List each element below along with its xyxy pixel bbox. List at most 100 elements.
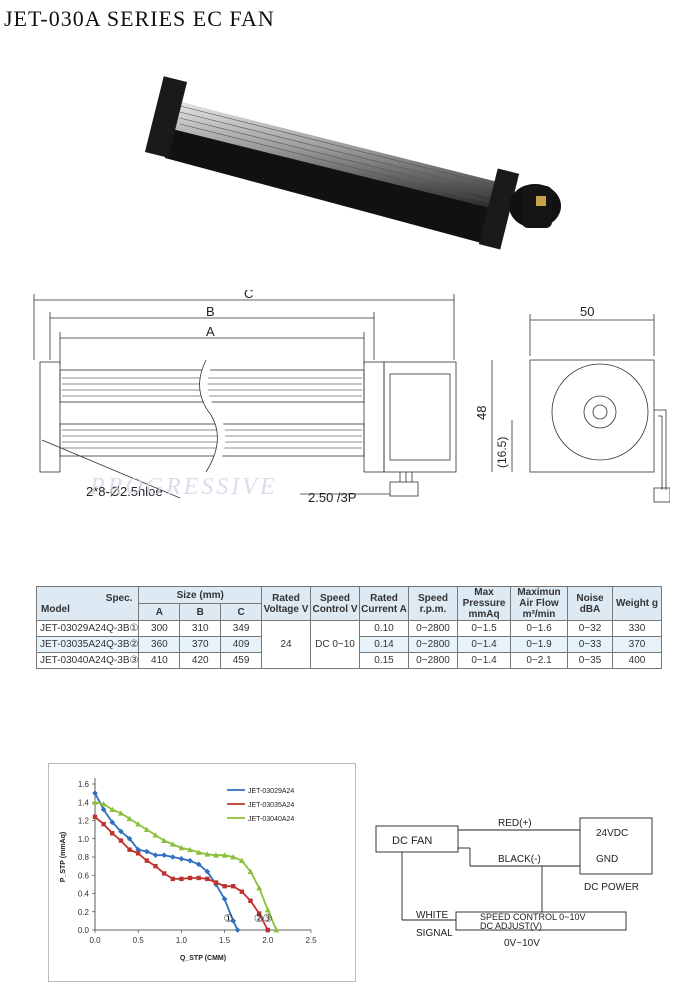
data-point — [178, 844, 185, 851]
holes-label: 2*8-Ø2.5hloe — [86, 484, 163, 499]
voltage-value: 24 — [261, 620, 311, 669]
size-a-header: A — [138, 603, 181, 621]
page-title: JET-030A SERIES EC FAN — [4, 6, 275, 31]
x-tick-label: 2.5 — [305, 936, 317, 945]
data-point — [92, 814, 98, 820]
product-photo — [140, 58, 570, 258]
data-point — [161, 852, 167, 858]
data-point — [144, 848, 150, 855]
data-point — [117, 810, 124, 816]
data-point — [248, 898, 253, 903]
x-tick-label: 0.5 — [133, 936, 145, 945]
curve-label: ① — [224, 912, 234, 925]
y-tick-label: 1.6 — [78, 780, 90, 789]
dimension-offset: (16.5) — [495, 437, 509, 468]
data-point — [187, 875, 193, 881]
data-point — [118, 828, 124, 835]
y-tick-label: 0.6 — [78, 871, 90, 880]
data-point — [100, 801, 107, 807]
data-point — [213, 880, 219, 885]
dimension-height: 48 — [474, 406, 489, 420]
spec-model-header: Spec. Model — [35, 586, 140, 621]
data-point — [161, 837, 168, 843]
wiring-diagram: DC FAN RED(+) BLACK(-) 24VDC GND DC POWE… — [370, 808, 670, 958]
data-point — [205, 876, 210, 882]
data-point — [136, 851, 141, 856]
data-point — [169, 854, 176, 860]
data-point — [273, 927, 280, 933]
gnd-label: GND — [596, 854, 618, 865]
speed-header: Speed r.p.m. — [408, 586, 458, 621]
dc-adjust-label: DC ADJUST(V) — [480, 921, 542, 931]
data-point — [178, 856, 185, 862]
data-point — [231, 884, 236, 889]
y-axis-label: P_STP (mmAq) — [60, 832, 67, 882]
x-tick-label: 0.0 — [89, 936, 101, 945]
supply-label: 24VDC — [596, 828, 628, 839]
data-point — [256, 911, 262, 916]
x-tick-label: 1.5 — [219, 936, 231, 945]
data-point — [161, 871, 167, 876]
dimension-drawing: C B A 50 48 (16.5) 2*8-Ø2.5hloe 2.50 /3P… — [30, 286, 671, 515]
dimension-c: C — [244, 290, 253, 301]
data-point — [169, 841, 176, 847]
speed-control-value: DC 0~10 — [310, 620, 360, 669]
data-point — [144, 858, 150, 863]
data-point — [212, 852, 219, 858]
data-point — [256, 885, 263, 891]
current-header: Rated Current A — [359, 586, 409, 621]
data-point — [152, 852, 159, 858]
dimension-a: A — [206, 324, 215, 339]
y-tick-label: 1.4 — [78, 798, 90, 807]
watermark: PROGRESSIVE — [89, 474, 278, 500]
size-c-header: C — [220, 603, 262, 621]
legend-label: JET-03029A24 — [248, 788, 294, 795]
black-wire-label: BLACK(-) — [498, 854, 541, 865]
data-point — [196, 875, 201, 881]
noise-header: Noise dBA — [567, 586, 613, 621]
voltage-range-label: 0V~10V — [504, 938, 540, 949]
connector-label: 2.50 /3P — [308, 490, 356, 505]
data-point — [135, 846, 141, 853]
x-tick-label: 2.0 — [262, 936, 274, 945]
data-point — [153, 863, 158, 869]
pressure-header: Max Pressure mmAq — [457, 586, 511, 621]
data-point — [101, 821, 106, 827]
size-header: Size (mm) — [138, 586, 262, 604]
size-b-header: B — [179, 603, 222, 621]
data-point — [127, 847, 132, 852]
airflow-header: Maximun Air Flow m³/min — [510, 586, 568, 621]
data-point — [118, 838, 124, 843]
data-point — [221, 896, 228, 902]
data-point — [204, 868, 211, 875]
y-tick-label: 1.2 — [78, 817, 90, 826]
data-point — [204, 851, 211, 857]
data-point — [92, 799, 98, 805]
data-point — [152, 832, 159, 838]
dimension-b: B — [206, 304, 215, 319]
series-line-3 — [94, 801, 278, 931]
data-point — [179, 876, 184, 882]
x-axis-label: Q_STP (CMM) — [180, 955, 226, 962]
data-point — [110, 831, 115, 836]
data-point — [126, 815, 133, 822]
curve-label: ③ — [262, 912, 272, 925]
white-wire-label: WHITE — [416, 910, 449, 921]
x-tick-label: 1.0 — [176, 936, 188, 945]
data-point — [195, 861, 202, 868]
data-point — [221, 852, 228, 858]
dimension-width: 50 — [580, 304, 594, 319]
y-tick-label: 1.0 — [78, 835, 90, 844]
table-row: JET-03040A24Q-3B③ 410 420 459 0.15 0~280… — [35, 652, 662, 669]
speed-control-header: Speed Control V — [310, 586, 360, 621]
dc-fan-label: DC FAN — [392, 835, 432, 847]
y-tick-label: 0.8 — [78, 853, 90, 862]
y-tick-label: 0.2 — [78, 908, 90, 917]
data-point — [264, 906, 271, 913]
legend-label: JET-03040A24 — [248, 816, 294, 823]
data-point — [265, 927, 270, 933]
data-point — [230, 854, 237, 860]
spec-table: Spec. Model Size (mm) Rated Voltage V Sp… — [35, 586, 662, 669]
